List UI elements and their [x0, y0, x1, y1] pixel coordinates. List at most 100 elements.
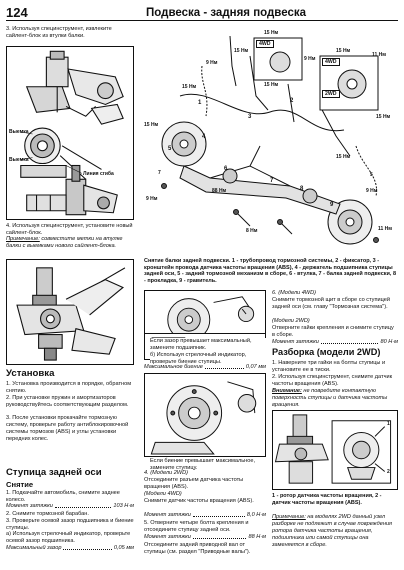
torque-label-7: 9 Нм: [304, 56, 316, 62]
note-text: совместите метки на втулке балки с выемк…: [6, 236, 123, 249]
torque-label: Момент затяжки: [144, 512, 191, 518]
label-notch-2: Выемка: [9, 157, 29, 163]
rear-beam-drawing: [161, 35, 379, 245]
caption-bold: Снятие балки задней подвески.: [144, 258, 231, 264]
torque-label-14: 11 Нм: [378, 226, 392, 232]
callout-sensor: 2: [387, 469, 390, 475]
torque-label-9: 11 Нм: [372, 52, 386, 58]
callout-rotor: 1: [387, 421, 390, 427]
figure-bushing-install: [6, 259, 134, 365]
torque-label-6: 15 Нм: [264, 82, 279, 88]
torque-value: 80 Н·м: [380, 339, 398, 345]
note-label: Примечание:: [6, 236, 40, 242]
step-6-4wd-text: Снимите тормозной щит в сборе со ступице…: [272, 297, 390, 310]
razborka-step-2: 2. Используя специнструмент, снимите дат…: [272, 374, 393, 387]
step-6-4wd: 6. (Модели 4WD): [272, 290, 316, 296]
torque-label-4: 15 Нм: [144, 122, 159, 128]
dial-indicator-play-drawing: [167, 296, 255, 333]
subsection-snyatie: Снятие: [6, 480, 34, 489]
torque-label-3: 15 Нм: [182, 84, 197, 90]
warning-block: Внимание: не повредите контактную поверх…: [272, 388, 398, 409]
figure-rear-beam-exploded: 15 Нм 9 Нм 15 Нм 15 Нм 15 Нм 15 Нм 9 Нм …: [140, 26, 398, 256]
callout-9: 9: [330, 202, 334, 208]
runout-label: Максимальное биение: [144, 364, 203, 370]
note-bearing: Если зазор превышает максимальный, замен…: [150, 338, 266, 352]
ust-step-3: 3. После установки прокачайте тормозную …: [6, 415, 129, 442]
torque-row-nuts: Момент затяжки 80 Н·м: [272, 339, 398, 346]
torque-label-15: 5: [370, 172, 373, 178]
note-2wd: Примечание: на моделях 2WD данный узел р…: [272, 514, 398, 549]
step-5-end: Отсоедините задний приводной вал от ступ…: [144, 542, 251, 555]
callout-1: 1: [198, 100, 202, 106]
step-6-2wd: (Модели 2WD): [272, 318, 310, 324]
callout-2: 2: [290, 98, 294, 104]
box-4wd-2: 4WD: [322, 58, 340, 67]
torque-label-11: 88 Нм: [212, 188, 227, 194]
step-4-4wd-text: Снимите датчик частоты вращения (ABS).: [144, 498, 254, 504]
hub-step-1: 1. Подкачайте автомобиль, снимите заднее…: [6, 490, 120, 503]
torque-value: 88 Н·м: [248, 534, 266, 540]
torque-label-16: 8 Нм: [246, 228, 258, 234]
torque-value: 8,0 Н·м: [246, 512, 266, 518]
section-hub: Ступица задней оси: [6, 467, 102, 478]
callout-7: 7: [270, 178, 274, 184]
step-4-text: 4. Используя специнструмент, установите …: [6, 223, 133, 236]
play-row: Максимальный зазор 0,05 мм: [6, 545, 134, 552]
play-value: 0,05 мм: [113, 545, 134, 551]
note-block: Примечание: совместите метки на втулке б…: [6, 236, 134, 250]
warning-label: Внимание:: [272, 388, 302, 394]
torque-label-5: 15 Нм: [264, 30, 279, 36]
torque-label-2: 9 Нм: [206, 60, 218, 66]
callout-3: 3: [248, 114, 252, 120]
bushing-press-drawing: [20, 50, 124, 216]
figure-abs-sensor: 1 2: [272, 410, 398, 490]
step-4-4wd: (Модели 4WD): [144, 491, 182, 497]
step-3-text: 3. Используя специнструмент, извлеките с…: [6, 26, 112, 39]
callout-4: 4: [202, 134, 206, 140]
torque-label: Момент затяжки: [6, 503, 53, 509]
play-label: Максимальный зазор: [6, 545, 62, 551]
torque-label-12: 15 Нм: [336, 154, 351, 160]
torque-row-1: Момент затяжки 103 Н·м: [6, 503, 134, 510]
torque-label-17: 9 Нм: [146, 196, 158, 202]
diagram-caption: Снятие балки задней подвески. 1 - трубоп…: [144, 258, 398, 285]
step-6-2wd-text: Отверните гайки крепления и снимите ступ…: [272, 325, 394, 338]
razborka-step-1: 1. Наверните три гайки на болты ступицы …: [272, 360, 386, 373]
figure-bearing-play: [144, 290, 266, 334]
label-notch-1: Выемка: [9, 129, 29, 135]
step-b-text: б) Используя стрелочный индикатор, прове…: [150, 352, 266, 366]
page-number: 124: [6, 5, 28, 20]
ust-step-1: 1. Установка производится в порядке, обр…: [6, 381, 132, 394]
callout-8: 8: [300, 186, 304, 192]
figure-hub-runout: [144, 373, 266, 457]
ust-step-2: 2. При установке пружин и амортизаторов …: [6, 395, 129, 408]
hub-step-2: 2. Снимите тормозной барабан.: [6, 511, 89, 517]
torque-label-10: 15 Нм: [376, 114, 391, 120]
section-ustanovka: Установка: [6, 368, 55, 379]
label-bend-line: Линия сгиба: [83, 171, 114, 177]
torque-row-abs: Момент затяжки 8,0 Н·м: [144, 512, 266, 519]
torque-label-13: 9 Нм: [366, 188, 378, 194]
callout-5: 5: [168, 146, 172, 152]
step-4-2wd: 4. (Модели 2WD): [144, 470, 188, 476]
step-5-text: 5. Отверните четыре болта крепления и от…: [144, 520, 249, 533]
warning-text: не повредите контактную поверхность ступ…: [272, 388, 388, 408]
abs-sensor-press-drawing: [274, 414, 392, 484]
box-2wd: 2WD: [322, 90, 340, 99]
torque-label: Момент затяжки: [272, 339, 319, 345]
figure-bushing-removal: Выемка Выемка Линия сгиба: [6, 46, 134, 220]
torque-value: 103 Н·м: [113, 503, 134, 509]
page-header: 124 Подвеска - задняя подвеска: [6, 4, 398, 21]
torque-label-8: 15 Нм: [336, 48, 351, 54]
hub-step-3a: а) Используя стрелочный индикатор, прове…: [6, 531, 131, 544]
note-runout: Если биение превышает максимальное, заме…: [150, 458, 255, 471]
torque-label-18: 7: [158, 170, 161, 176]
torque-label-1: 15 Нм: [234, 48, 249, 54]
section-razborka: Разборка (модели 2WD): [272, 347, 381, 357]
abs-figure-caption: 1 - ротор датчика частоты вращения, 2 - …: [272, 493, 382, 506]
step-4-2wd-text: Отсоедините разъем датчика частоты враще…: [144, 477, 244, 490]
callout-6: 6: [224, 166, 228, 172]
